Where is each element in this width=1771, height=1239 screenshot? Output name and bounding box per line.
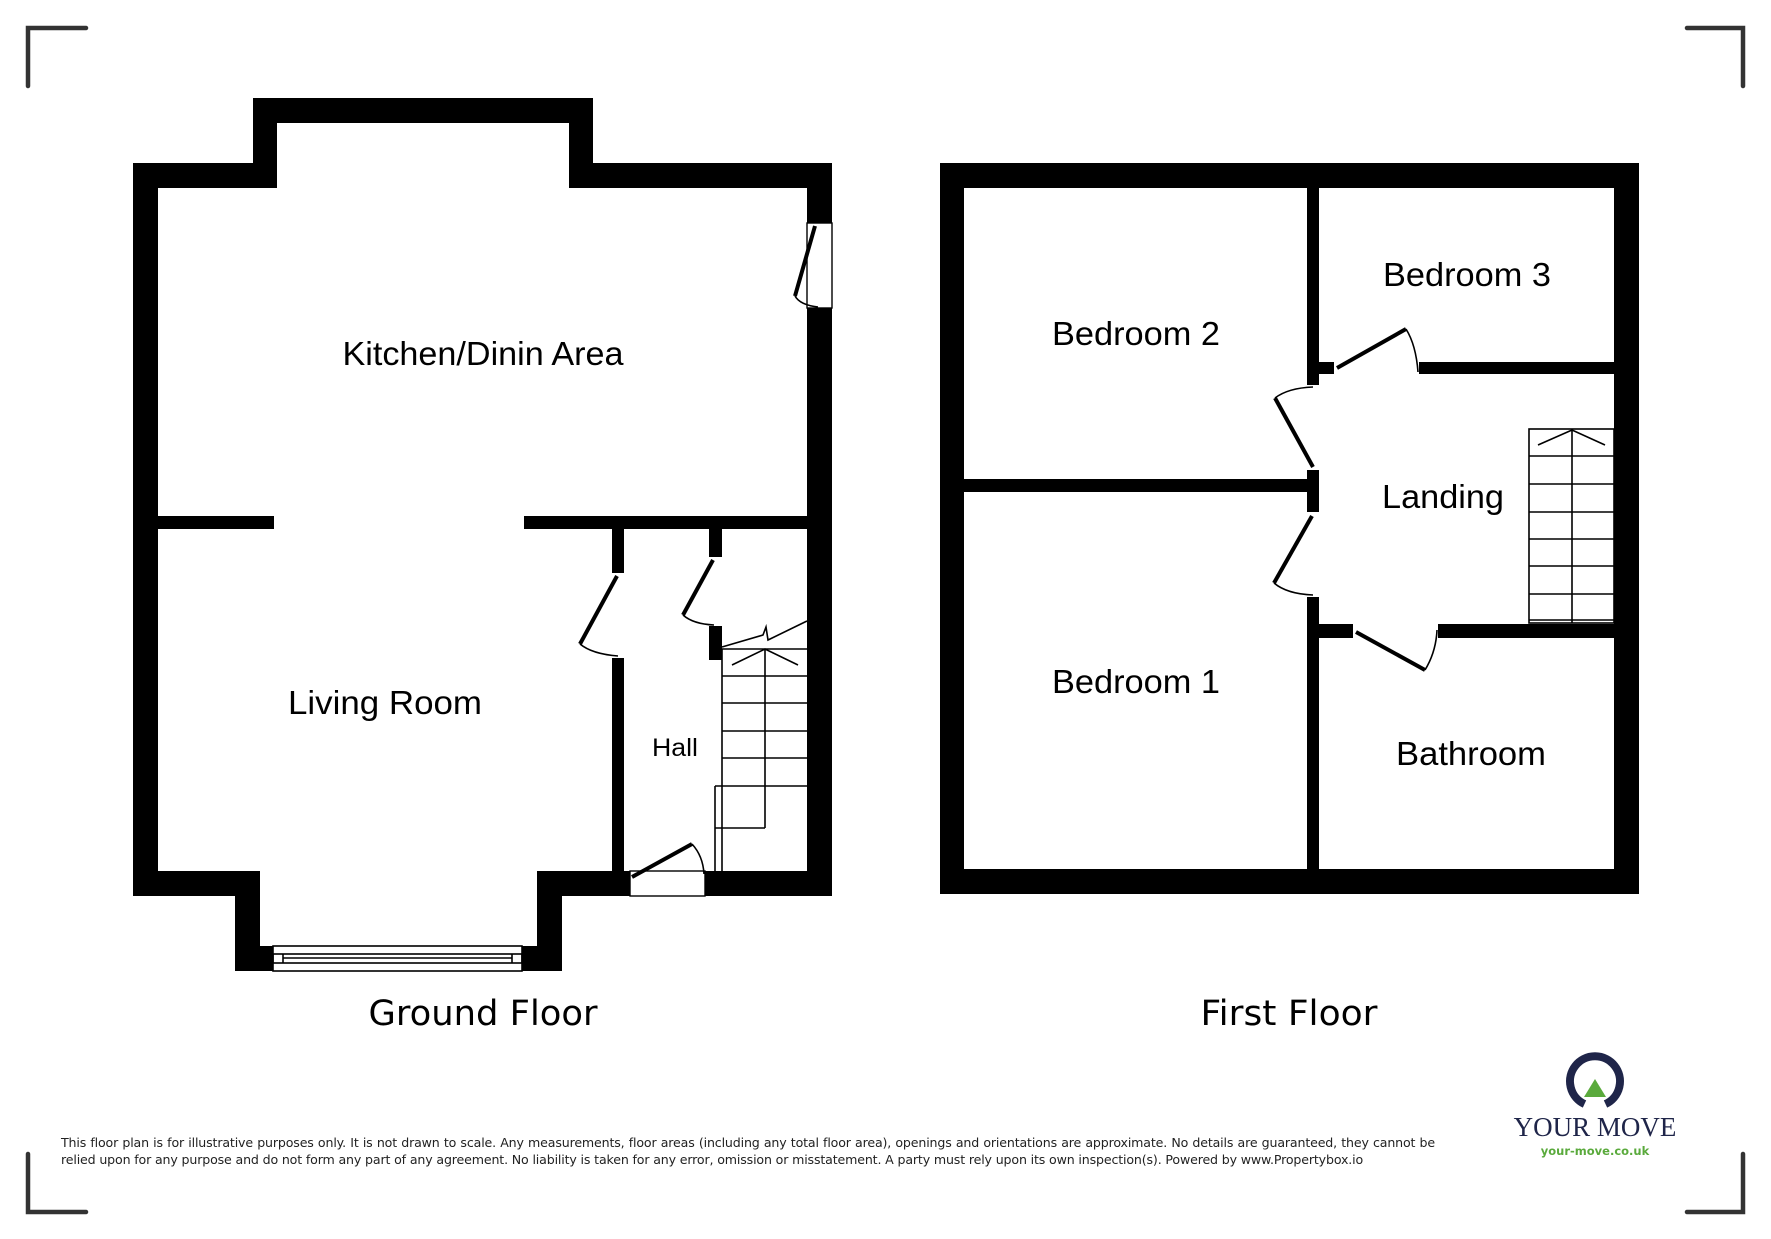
bedroom1-door-swing (1273, 582, 1314, 596)
floor-title-ground: Ground Floor (369, 994, 599, 1034)
wall (569, 163, 832, 188)
logo-url: your-move.co.uk (1540, 1144, 1650, 1158)
back-door-leaf (793, 225, 817, 297)
floor-title-first: First Floor (1201, 994, 1379, 1034)
wall (709, 529, 722, 557)
wall (1319, 362, 1334, 374)
wall (235, 946, 273, 971)
front-door-swing (691, 843, 705, 875)
room-label-bedroom-1: Bedroom 1 (1052, 663, 1220, 700)
room-label-hall: Hall (652, 734, 698, 762)
room-label-bedroom-2: Bedroom 2 (1052, 315, 1220, 352)
kitchen-door-swing (682, 614, 715, 626)
bracket-top-right (1684, 25, 1746, 89)
wall (807, 163, 832, 223)
wall (522, 946, 562, 971)
stair-arrow-icon (1537, 429, 1606, 446)
wall (612, 658, 624, 872)
logo-title: YOUR MOVE (1513, 1112, 1677, 1142)
wall (158, 516, 274, 529)
bay-window (272, 945, 523, 972)
kitchen-door-leaf (681, 559, 715, 616)
first-floor-staircase (1528, 428, 1615, 624)
bracket-bottom-left (25, 1151, 89, 1215)
bathroom-door-swing (1424, 629, 1438, 671)
wall (524, 516, 807, 529)
wall (1307, 597, 1319, 869)
ground-staircase (714, 620, 808, 872)
stair-arrow-icon (731, 648, 799, 666)
room-label-living-room: Living Room (288, 684, 482, 721)
wall (1307, 188, 1319, 385)
wall (1438, 624, 1614, 638)
wall (705, 871, 832, 896)
wall (1319, 624, 1353, 638)
room-label-kitchen: Kitchen/Dinin Area (343, 335, 625, 372)
bedroom3-door-leaf (1336, 327, 1407, 370)
bedroom3-door-swing (1405, 328, 1419, 373)
back-door-swing (794, 295, 819, 308)
bracket-top-left (25, 25, 89, 89)
wall (940, 163, 964, 894)
bracket-bottom-right (1684, 1151, 1746, 1215)
wall (964, 479, 1319, 492)
crop-brackets (25, 25, 1746, 1215)
bedroom2-door-leaf (1273, 397, 1315, 468)
wall (940, 869, 1639, 894)
bathroom-door-leaf (1355, 630, 1426, 672)
wall (1614, 163, 1639, 894)
wall (612, 529, 624, 573)
wall (1419, 362, 1614, 374)
disclaimer-text: This floor plan is for illustrative purp… (61, 1135, 1435, 1167)
ground-floor-plan: Kitchen/Dinin Area Living Room Hall Grou… (133, 98, 833, 1034)
logo-mark-icon (1566, 1052, 1624, 1108)
wall (253, 98, 593, 123)
first-floor-plan: Bedroom 2 Bedroom 3 Landing Bedroom 1 Ba… (940, 163, 1639, 1034)
back-door-frame (806, 222, 833, 309)
room-label-landing: Landing (1382, 478, 1504, 515)
your-move-logo: YOUR MOVE your-move.co.uk (1510, 1052, 1680, 1162)
bedroom2-door-swing (1274, 386, 1314, 399)
bedroom1-door-leaf (1272, 515, 1314, 584)
front-door-leaf (631, 842, 693, 879)
wall (709, 626, 722, 660)
front-door-frame (629, 870, 706, 897)
wall (133, 163, 158, 896)
room-label-bedroom-3: Bedroom 3 (1383, 256, 1551, 293)
living-door-swing (579, 643, 619, 657)
wall (940, 163, 1639, 188)
room-label-bathroom: Bathroom (1396, 735, 1546, 772)
wall (807, 308, 832, 896)
living-door-leaf (578, 575, 619, 645)
